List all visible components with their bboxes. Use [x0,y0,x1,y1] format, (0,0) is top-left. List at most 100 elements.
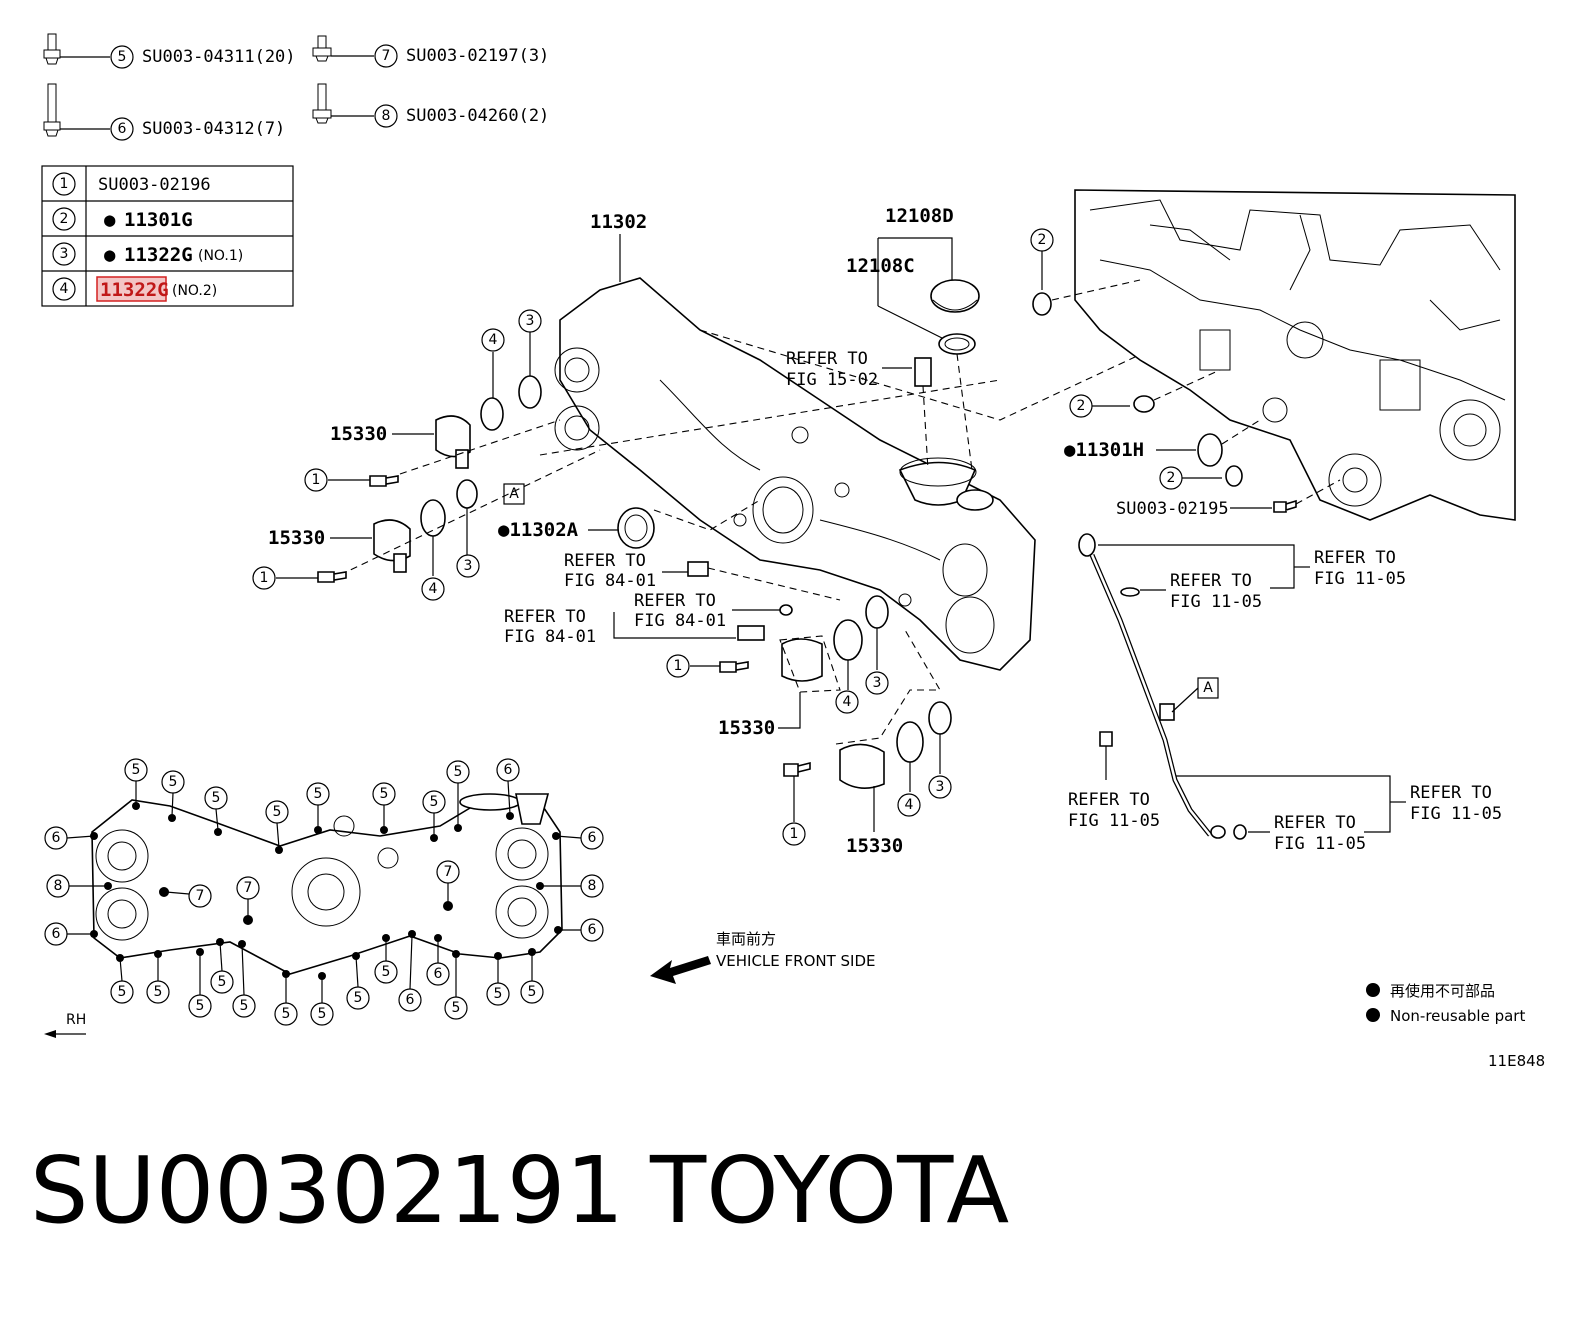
callout-1: 1 [312,472,321,488]
callout-8: 8 [46,874,112,898]
box-label: A [1203,680,1213,696]
svg-text:5: 5 [240,998,249,1014]
callout-5: 5 [265,800,289,854]
cam-sensor-2: 15330 4 3 1 A [252,449,601,601]
o-ring-icon [518,375,542,409]
bolt-icon [369,475,399,487]
svg-text:7: 7 [244,880,253,896]
bolt-key-5: 5 SU003-04311(20) [43,33,296,69]
footer-part-number: SU00302191 [30,1137,624,1244]
bolt-num: 7 [382,48,391,64]
non-reusable-legend: 再使用不可部品 Non-reusable part [1366,982,1525,1025]
oil-cap-group: 12108D 12108C REFER TO FIG 15-02 [786,205,980,471]
rh-indicator: RH [44,1012,86,1038]
callout-5: 5 [210,938,234,994]
engine-block [1074,189,1516,521]
bolt-icon [312,83,332,124]
part-label-su00302195: SU003-02195 [1116,499,1229,519]
row-code: 11301G [124,209,193,231]
bolt-num: 5 [118,49,127,65]
bolt-icon [312,35,332,62]
o-ring-icon [1225,465,1243,487]
svg-text:5: 5 [318,1006,327,1022]
o-ring-icon [928,701,952,735]
figure-code: 11E848 [1488,1052,1545,1070]
callout-2: 2 [1167,470,1176,486]
callout-6: 6 [554,918,604,942]
svg-text:5: 5 [380,786,389,802]
bolt-key-7: 7 SU003-02197(3) [312,35,549,68]
bolt-icon [43,33,61,65]
svg-text:5: 5 [132,762,141,778]
svg-text:5: 5 [196,998,205,1014]
callout-4: 4 [429,581,438,597]
svg-text:5: 5 [169,774,178,790]
refer-fig: FIG 11-05 [1274,834,1366,854]
o-ring-icon [617,507,655,549]
front-side-jp: 車両前方 [716,930,776,948]
svg-text:8: 8 [54,878,63,894]
callout-1: 1 [260,570,269,586]
vehicle-front-note: 車両前方 VEHICLE FRONT SIDE [650,930,876,984]
svg-text:5: 5 [314,786,323,802]
bolt-icon [317,571,347,583]
callout-5: 5 [146,950,170,1004]
refer-text: REFER TO [634,591,716,611]
callout-5: 5 [374,934,398,984]
svg-text:6: 6 [434,966,443,982]
o-ring-icon [833,619,863,661]
bolt-code: SU003-04311(20) [142,47,296,67]
svg-text:5: 5 [154,984,163,1000]
svg-text:6: 6 [52,830,61,846]
o-ring-icon [456,479,478,509]
part-label-15330: 15330 [330,423,387,445]
legend-row: 3 ● 11322G (NO.1) [52,242,243,266]
refer-text: REFER TO [1314,548,1396,568]
box-label: A [509,486,519,502]
bolt-num: 8 [382,108,391,124]
o-ring-icon [896,721,924,763]
callout-5: 5 [306,782,330,834]
timing-cover-assembly: 11302 [554,211,1036,671]
callout-5: 5 [310,972,334,1026]
seal-11302a: ●11302A [498,499,761,549]
refer-fig: FIG 84-01 [504,627,596,647]
row-num: 4 [60,281,69,297]
svg-text:5: 5 [218,974,227,990]
callout-5: 5 [520,948,544,1004]
row-num: 1 [60,176,69,192]
svg-text:7: 7 [196,888,205,904]
o-ring-icon [1032,292,1052,316]
dipstick-assembly: A REFER TO FIG 11-05 REFER TO FIG 11-05 … [1068,533,1502,854]
callout-3: 3 [526,313,535,329]
bullet-icon [1366,983,1380,997]
callout-7: 7 [236,876,260,925]
legend-table: 1 SU003-02196 2 ● 11301G 3 ● 11322G (NO.… [41,165,294,307]
refer-text: REFER TO [786,349,868,369]
refer-fig: FIG 11-05 [1170,592,1262,612]
svg-text:5: 5 [494,986,503,1002]
callout-6: 6 [398,930,422,1012]
rh-label: RH [66,1012,86,1028]
legend-row: 2 ● 11301G [52,207,193,231]
svg-text:5: 5 [382,964,391,980]
row-num: 2 [60,211,69,227]
legend-row: 4 11322G (NO.2) [52,276,217,302]
svg-text:5: 5 [212,790,221,806]
oil-cap-icon [930,279,980,313]
callout-5: 5 [232,940,256,1018]
o-ring-icon [865,595,889,629]
refer-fig: FIG 11-05 [1314,569,1406,589]
o-ring-icon [1133,395,1155,413]
part-label-15330: 15330 [846,835,903,857]
bolt-code: SU003-04312(7) [142,119,285,139]
bolt-num: 6 [118,121,127,137]
svg-text:6: 6 [588,922,597,938]
legend-en: Non-reusable part [1390,1007,1525,1025]
callout-5: 5 [486,952,510,1006]
front-side-en: VEHICLE FRONT SIDE [716,952,876,970]
callout-5: 5 [444,950,468,1020]
view-box-a [503,483,525,505]
bolt-icon [783,761,811,777]
